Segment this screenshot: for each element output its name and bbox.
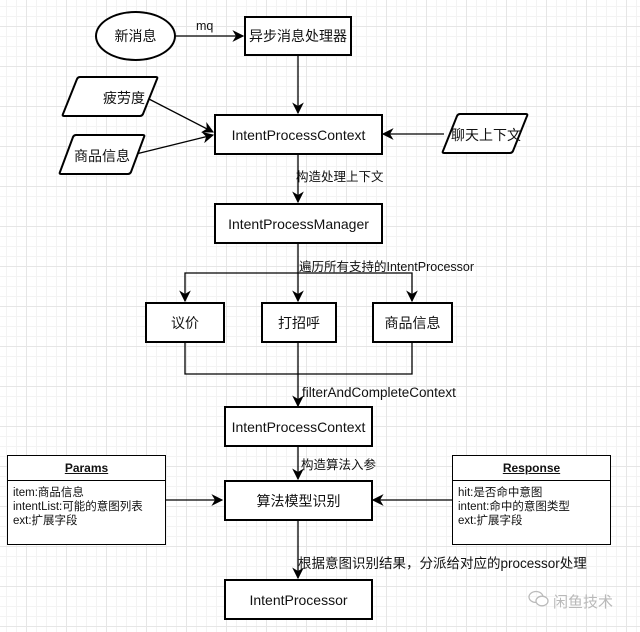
product-info-label: 商品信息	[384, 314, 441, 331]
edge-label-filter-complete: filterAndCompleteContext	[302, 385, 456, 400]
greeting-label: 打招呼	[278, 314, 320, 331]
async-handler-node[interactable]: 异步消息处理器	[244, 16, 352, 56]
intent-process-context-label: IntentProcessContext	[231, 126, 366, 143]
algorithm-model-label: 算法模型识别	[256, 492, 341, 509]
edge-label-dispatch: 根据意图识别结果，分派给对应的processor处理	[298, 556, 587, 571]
product-info-input-label[interactable]: 商品信息	[74, 148, 130, 164]
algorithm-model-node[interactable]: 算法模型识别	[224, 480, 373, 521]
params-field: item:商品信息	[13, 487, 84, 499]
intent-process-context-2-label: IntentProcessContext	[231, 418, 366, 435]
edge-label-build-context: 构造处理上下文	[296, 170, 384, 184]
intent-process-context-node[interactable]: IntentProcessContext	[214, 114, 383, 155]
product-info-processor-node[interactable]: 商品信息	[372, 302, 453, 343]
edge-label-build-algo-params: 构造算法入参	[301, 458, 377, 472]
edge-manager-to-product	[298, 272, 418, 303]
response-title: Response	[453, 456, 610, 481]
response-field: hit:是否命中意图	[458, 487, 543, 499]
edge-product-to-context	[135, 131, 215, 155]
bargain-processor-node[interactable]: 议价	[145, 302, 225, 343]
intent-processor-node[interactable]: IntentProcessor	[224, 579, 373, 620]
edge-fatigue-to-context	[146, 97, 215, 133]
edge-label-mq: mq	[196, 19, 214, 33]
new-message-label: 新消息	[114, 28, 157, 44]
response-field: intent:命中的意图类型	[458, 501, 570, 513]
watermark-text: 闲鱼技术	[553, 593, 614, 611]
intent-process-context-2-node[interactable]: IntentProcessContext	[224, 406, 373, 447]
params-field: intentList:可能的意图列表	[13, 501, 143, 513]
intent-processor-label: IntentProcessor	[249, 591, 348, 608]
params-fields: item:商品信息 intentList:可能的意图列表 ext:扩展字段	[8, 481, 165, 533]
intent-process-manager-label: IntentProcessManager	[228, 215, 369, 232]
bargain-label: 议价	[171, 314, 199, 331]
new-message-node[interactable]: 新消息	[95, 11, 176, 61]
edge-manager-to-bargain	[179, 272, 298, 303]
greeting-processor-node[interactable]: 打招呼	[261, 302, 337, 343]
fatigue-label[interactable]: 疲劳度	[103, 90, 145, 106]
params-title: Params	[8, 456, 165, 481]
wechat-icon	[528, 590, 550, 612]
product-input-shape	[58, 134, 146, 175]
edge-label-iterate-processors: 遍历所有支持的IntentProcessor	[299, 260, 475, 274]
fatigue-shape	[61, 76, 159, 117]
response-box[interactable]: Response hit:是否命中意图 intent:命中的意图类型 ext:扩…	[452, 455, 611, 545]
response-field: ext:扩展字段	[458, 515, 523, 527]
params-field: ext:扩展字段	[13, 515, 78, 527]
chat-context-label[interactable]: 聊天上下文	[451, 127, 521, 143]
params-box[interactable]: Params item:商品信息 intentList:可能的意图列表 ext:…	[7, 455, 166, 545]
async-handler-label: 异步消息处理器	[249, 28, 347, 44]
watermark: 闲鱼技术	[528, 590, 613, 612]
response-fields: hit:是否命中意图 intent:命中的意图类型 ext:扩展字段	[453, 481, 610, 533]
intent-process-manager-node[interactable]: IntentProcessManager	[214, 203, 383, 244]
chat-context-shape	[441, 113, 529, 154]
